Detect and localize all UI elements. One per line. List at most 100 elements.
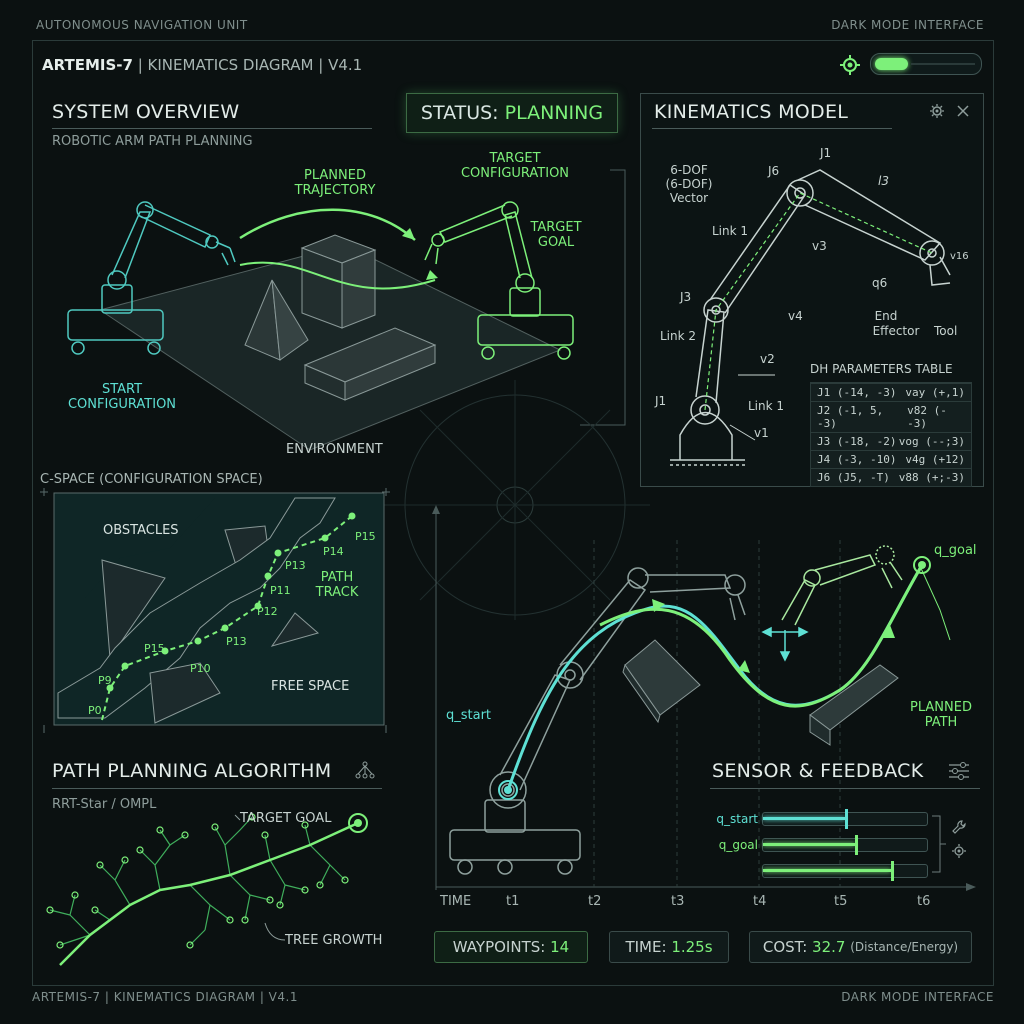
- svg-text:t6: t6: [917, 894, 930, 909]
- dh-table-row: J1 (-14, -3)vay (+,1): [811, 383, 971, 401]
- sliders-icon[interactable]: [946, 760, 972, 782]
- label-link1-b: Link 1: [748, 399, 784, 413]
- trajectory-path-cyan: [506, 564, 924, 791]
- link-2: [695, 309, 725, 404]
- svg-text:P0: P0: [88, 704, 102, 717]
- dh-joint-velocity: vay (+,1): [905, 386, 965, 399]
- dh-rows: J1 (-14, -3)vay (+,1)J2 (-1, 5, -3)v82 (…: [810, 382, 972, 487]
- q-start-label: q_start: [446, 708, 492, 723]
- background-grid-decoration: [380, 380, 650, 620]
- label-link1-a: Link 1: [712, 224, 748, 238]
- tree-growth-label: TREE GROWTH: [285, 933, 383, 948]
- optimal-path: [59, 821, 359, 966]
- free-space-label: FREE SPACE: [271, 679, 350, 694]
- svg-text:t3: t3: [671, 894, 684, 909]
- label-v4: v4: [788, 309, 803, 323]
- box-obstacle: [300, 234, 377, 329]
- label-j3: J3: [679, 290, 691, 304]
- trajectory-obstacles: [622, 639, 899, 746]
- goal-robot: [781, 545, 903, 626]
- cspace-waypoints: [106, 512, 356, 692]
- environment-label: ENVIRONMENT: [286, 442, 383, 457]
- planned-trajectory-upper: [239, 208, 416, 241]
- tree-nodes: [46, 813, 349, 949]
- dh-table-row: J3 (-18, -2)vog (--;3): [811, 432, 971, 450]
- svg-text:t2: t2: [588, 894, 601, 909]
- svg-text:P15: P15: [144, 642, 165, 655]
- sensor-bar-fill: [763, 843, 855, 846]
- obstacles-label: OBSTACLES: [103, 523, 179, 538]
- corner-label-bottom-left: ARTEMIS-7 | KINEMATICS DIAGRAM | V4.1: [32, 990, 298, 1004]
- link-3: [797, 169, 942, 261]
- svg-text:t5: t5: [834, 894, 847, 909]
- cost-stat: COST: 32.7 (Distance/Energy): [749, 931, 972, 963]
- overview-scene: [67, 169, 626, 451]
- sensor-bar-marker[interactable]: [845, 809, 848, 829]
- overview-title: SYSTEM OVERVIEW: [52, 101, 240, 123]
- sensor-bar-marker[interactable]: [890, 861, 894, 881]
- goal-node: [348, 813, 368, 833]
- sensor-bar-label: q_goal: [718, 838, 758, 852]
- pyramid-obstacle: [244, 279, 309, 361]
- app-name: ARTEMIS-7: [42, 56, 133, 74]
- target-icon[interactable]: [838, 53, 862, 77]
- sensor-bar-row: q_start: [700, 806, 928, 832]
- label-l3: l3: [878, 174, 889, 188]
- svg-text:P13: P13: [285, 559, 306, 572]
- sensor-bars: q_start q_goal: [700, 806, 928, 884]
- label-v1: v1: [754, 426, 769, 440]
- label-v2: v2: [760, 352, 775, 366]
- svg-text:TIME: TIME: [439, 894, 471, 909]
- status-label: STATUS:: [420, 102, 499, 124]
- label-end: End: [875, 309, 898, 323]
- cspace-title: C-SPACE (CONFIGURATION SPACE): [40, 472, 263, 487]
- algorithm-subtitle: RRT-Star / OMPL: [52, 797, 157, 812]
- dh-joint-velocity: vog (--;3): [898, 435, 965, 448]
- environment-floor: [98, 244, 562, 451]
- gear-icon[interactable]: [928, 102, 946, 120]
- sensor-bar-fill: [763, 869, 891, 872]
- cspace-path: [101, 515, 353, 721]
- main-frame: [32, 40, 994, 986]
- tree-icon[interactable]: [354, 760, 376, 780]
- svg-text:P13: P13: [226, 635, 247, 648]
- trajectory-robot: [449, 567, 746, 875]
- cspace-obstacles: [57, 497, 336, 724]
- sensor-bar-track: [762, 835, 928, 855]
- dof-label: 6-DOF(6-DOF)Vector: [665, 163, 713, 205]
- sensor-bar-marker[interactable]: [854, 835, 858, 855]
- label-j6: J6: [767, 164, 779, 178]
- q-goal-label: q_goal: [934, 543, 977, 558]
- dh-joint-velocity: v4g (+12): [905, 453, 965, 466]
- settings-icon[interactable]: [950, 842, 968, 860]
- link-1: [709, 183, 807, 314]
- dh-table-row: J6 (J5, -T)v88 (+;-3): [811, 468, 971, 486]
- target-goal-tree-label: TARGET GOAL: [240, 811, 332, 826]
- trajectory-plot: TIME t1 t2 t3 t4 t5 t6: [432, 505, 976, 909]
- label-v16: v16: [950, 251, 969, 262]
- wrench-icon[interactable]: [950, 818, 968, 836]
- progress-fill: [875, 58, 908, 70]
- dh-table-title: DH PARAMETERS TABLE: [810, 362, 953, 376]
- close-icon[interactable]: [954, 102, 972, 120]
- svg-text:t4: t4: [753, 894, 766, 909]
- svg-text:P11: P11: [270, 584, 291, 597]
- time-gridlines: [593, 540, 841, 887]
- cspace-panel: P0 P9 P15 P10 P13 P12 P11 P13 P14 P15: [40, 488, 390, 733]
- corner-label-top-right: DARK MODE INTERFACE: [831, 18, 984, 32]
- label-tool: Tool: [933, 324, 957, 338]
- label-effector: Effector: [873, 324, 920, 338]
- sensor-bracket: [932, 815, 946, 873]
- label-v3: v3: [812, 239, 827, 253]
- app-subtitle: | KINEMATICS DIAGRAM | V4.1: [137, 56, 363, 74]
- start-robot: [67, 201, 236, 355]
- sensor-bar-fill: [763, 817, 845, 820]
- goal-node-plot: [913, 556, 931, 574]
- dh-table-row: J4 (-3, -10)v4g (+12): [811, 450, 971, 468]
- svg-text:P9: P9: [98, 674, 112, 687]
- status-value: PLANNING: [504, 102, 604, 124]
